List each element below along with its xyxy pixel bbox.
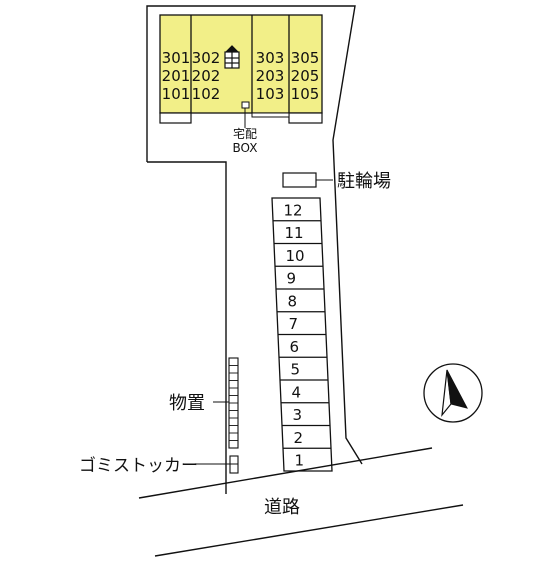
delivery-box-label-2: BOX xyxy=(233,141,258,155)
bicycle-parking-area xyxy=(282,172,317,188)
unit-number: 202 xyxy=(192,67,221,85)
delivery-box-label-1: 宅配 xyxy=(233,126,257,141)
unit-number: 201 xyxy=(162,67,191,85)
entrance-step xyxy=(251,112,290,118)
parking-space-number: 1 xyxy=(295,452,305,470)
parking-space-number: 9 xyxy=(287,270,297,288)
lot-boundary-east xyxy=(146,5,363,465)
parking-space-number: 7 xyxy=(289,315,299,333)
delivery-box-icon xyxy=(241,101,250,109)
unit-number: 103 xyxy=(256,85,285,103)
unit-number: 101 xyxy=(162,85,191,103)
staircase-icon xyxy=(224,45,240,69)
unit-number: 303 xyxy=(256,49,285,67)
lot-outline xyxy=(146,5,363,494)
unit-number: 102 xyxy=(192,85,221,103)
delivery-box: 宅配 BOX xyxy=(233,101,258,155)
balcony xyxy=(159,112,192,124)
road-edge-south xyxy=(154,504,464,557)
unit-number: 302 xyxy=(192,49,221,67)
parking-space-number: 3 xyxy=(293,406,303,424)
road-edge-north xyxy=(138,447,433,499)
parking-space-number: 12 xyxy=(284,201,303,219)
garbage-locker: ゴミストッカー xyxy=(79,455,239,476)
north-arrow-icon xyxy=(423,363,483,423)
bicycle-parking: 駐輪場 xyxy=(282,171,391,192)
road: 道路 xyxy=(138,447,464,557)
balcony xyxy=(288,112,323,124)
parking-space-number: 6 xyxy=(290,338,300,356)
road-label: 道路 xyxy=(264,497,300,518)
unit-number: 105 xyxy=(291,85,320,103)
storage-label: 物置 xyxy=(169,393,205,414)
unit-number: 305 xyxy=(291,49,320,67)
bicycle-parking-label: 駐輪場 xyxy=(337,171,391,192)
parking-space-number: 10 xyxy=(286,247,305,265)
parking-space-number: 5 xyxy=(291,361,301,379)
unit-number: 301 xyxy=(162,49,191,67)
parking-space-number: 8 xyxy=(288,292,298,310)
lot-boundary-west xyxy=(147,161,227,494)
parking-space-number: 11 xyxy=(285,224,304,242)
unit-number: 205 xyxy=(291,67,320,85)
unit-number: 203 xyxy=(256,67,285,85)
storage: 物置 xyxy=(169,357,239,449)
building-footprint xyxy=(159,14,323,114)
storage-units xyxy=(228,357,239,449)
parking-space-number: 4 xyxy=(292,383,302,401)
garbage-locker-label: ゴミストッカー xyxy=(79,455,198,476)
parking-space-number: 2 xyxy=(294,429,304,447)
